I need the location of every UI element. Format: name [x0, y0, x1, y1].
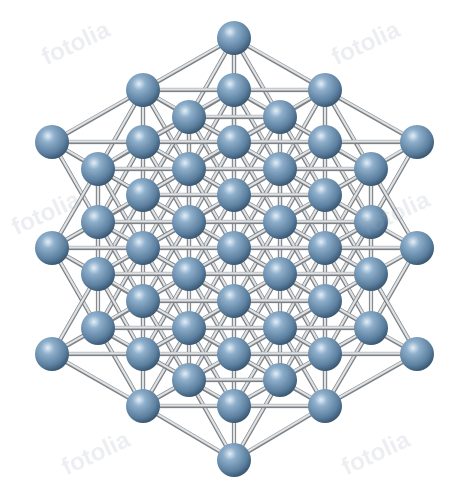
atom-sphere [172, 363, 206, 397]
atom-sphere [81, 152, 115, 186]
atom-sphere [126, 389, 160, 423]
atom-sphere [35, 125, 69, 159]
atom-sphere [126, 178, 160, 212]
atom-sphere [308, 284, 342, 318]
atom-sphere [217, 443, 251, 477]
atom-sphere [172, 257, 206, 291]
atom-sphere [217, 178, 251, 212]
atom-sphere [400, 337, 434, 371]
atom-sphere [308, 337, 342, 371]
bond [232, 404, 327, 461]
atom-sphere [172, 100, 206, 134]
atom-sphere [217, 73, 251, 107]
atom-sphere [354, 311, 388, 345]
bond [141, 404, 236, 461]
atom-spheres [35, 21, 434, 477]
atom-sphere [217, 389, 251, 423]
bond [323, 88, 419, 143]
atom-sphere [263, 152, 297, 186]
atom-sphere [308, 125, 342, 159]
bond [50, 352, 145, 407]
atom-sphere [263, 100, 297, 134]
atom-sphere [217, 337, 251, 371]
atom-sphere [400, 231, 434, 265]
atom-sphere [126, 284, 160, 318]
atom-sphere [81, 257, 115, 291]
atom-sphere [172, 152, 206, 186]
atom-sphere [217, 284, 251, 318]
bond [323, 352, 419, 407]
atom-sphere [172, 311, 206, 345]
atom-sphere [263, 205, 297, 239]
atom-sphere [354, 152, 388, 186]
atom-sphere [308, 73, 342, 107]
atom-sphere [217, 21, 251, 55]
atom-sphere [172, 205, 206, 239]
atom-sphere [126, 73, 160, 107]
bond [141, 36, 236, 91]
atom-sphere [400, 125, 434, 159]
atom-sphere [354, 205, 388, 239]
bond [50, 88, 145, 143]
atom-sphere [263, 363, 297, 397]
atom-sphere [81, 311, 115, 345]
atom-sphere [263, 257, 297, 291]
atom-sphere [263, 311, 297, 345]
atom-sphere [126, 337, 160, 371]
atom-sphere [217, 231, 251, 265]
atom-sphere [81, 205, 115, 239]
atom-sphere [354, 257, 388, 291]
atom-sphere [126, 231, 160, 265]
atom-sphere [35, 231, 69, 265]
atom-sphere [126, 125, 160, 159]
bond [232, 36, 327, 91]
atom-sphere [308, 231, 342, 265]
atom-sphere [308, 178, 342, 212]
atom-sphere [308, 389, 342, 423]
atom-sphere [35, 337, 69, 371]
atom-sphere [217, 125, 251, 159]
